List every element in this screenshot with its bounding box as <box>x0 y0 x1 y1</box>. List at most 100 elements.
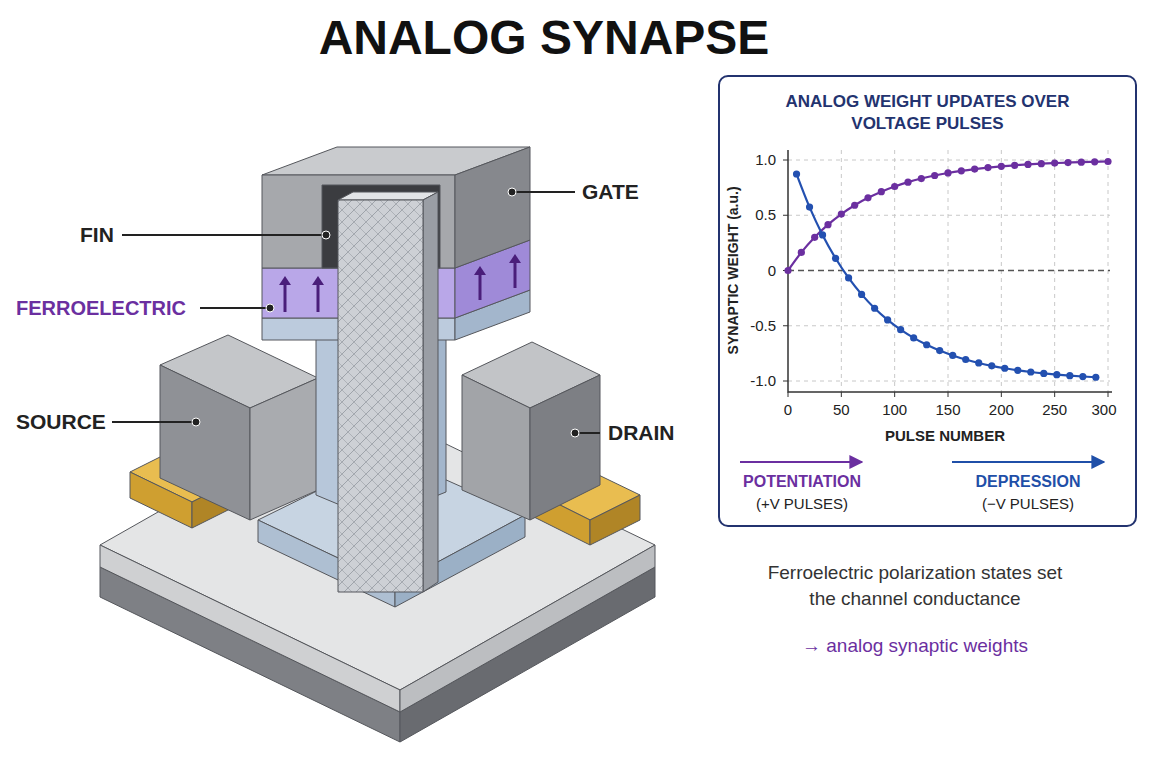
data-point <box>806 204 813 211</box>
drain-block <box>462 375 530 520</box>
direction-note: (+V PULSES) <box>756 495 848 513</box>
data-point <box>918 175 925 182</box>
tick-mark <box>948 392 949 397</box>
grid-line <box>788 325 1110 326</box>
data-point <box>858 291 865 298</box>
tick-label: 250 <box>1042 401 1067 419</box>
potentiation-curve <box>788 162 1108 271</box>
data-point <box>944 169 951 176</box>
tick-label: 0 <box>768 262 776 280</box>
tick-label: -0.5 <box>750 317 776 335</box>
data-point <box>1064 159 1071 166</box>
data-point <box>878 188 885 195</box>
data-point <box>1051 160 1058 167</box>
data-point <box>1001 365 1008 372</box>
caption: Ferroelectric polarization states set th… <box>755 560 1075 611</box>
data-point <box>971 165 978 172</box>
data-point <box>975 359 982 366</box>
part-label: FIN <box>80 222 114 247</box>
data-point <box>1014 367 1021 374</box>
weight-chart <box>740 150 1112 462</box>
polarization-arrowhead <box>474 266 486 275</box>
leader-line <box>512 191 575 193</box>
fin <box>338 192 438 200</box>
data-point <box>988 362 995 369</box>
tick-label: 50 <box>833 401 850 419</box>
polarization-arrows <box>279 254 521 312</box>
grid-line <box>788 215 1110 216</box>
tick-label: 300 <box>1091 401 1116 419</box>
dielectric-liner <box>316 318 340 505</box>
axis-title: PULSE NUMBER <box>885 427 1005 445</box>
chart-panel: ANALOG WEIGHT UPDATES OVER VOLTAGE PULSE… <box>718 75 1137 527</box>
data-point <box>864 194 871 201</box>
grid-line <box>788 160 1110 161</box>
polarization-arrowhead <box>279 276 291 285</box>
data-point <box>891 183 898 190</box>
zero-line <box>788 270 1110 272</box>
tick-mark <box>1108 392 1109 397</box>
tick-mark <box>783 381 788 382</box>
depression-curve <box>797 174 1096 377</box>
source-block <box>160 365 250 520</box>
data-point <box>1011 162 1018 169</box>
leader-dot <box>508 188 516 196</box>
data-point <box>936 347 943 354</box>
data-point <box>1092 374 1099 381</box>
drain-block <box>530 375 600 520</box>
source-block <box>250 378 318 520</box>
device-drawing <box>100 147 655 742</box>
tick-label: 0 <box>784 401 792 419</box>
leader-dot <box>266 304 274 312</box>
fin <box>423 192 438 592</box>
tick-label: -1.0 <box>750 372 776 390</box>
chart-title: ANALOG WEIGHT UPDATES OVER VOLTAGE PULSE… <box>778 91 1078 135</box>
leader-line <box>112 421 196 423</box>
part-label: GATE <box>582 179 639 204</box>
tick-label: 150 <box>935 401 960 419</box>
data-point <box>1066 372 1073 379</box>
data-point <box>897 326 904 333</box>
polarization-arrowhead <box>312 276 324 285</box>
data-point <box>1040 370 1047 377</box>
data-point <box>851 202 858 209</box>
direction-arrow <box>952 461 1104 463</box>
data-point <box>1104 158 1111 165</box>
data-point <box>871 305 878 312</box>
polarization-arrow <box>284 282 287 312</box>
data-point <box>784 267 791 274</box>
tick-mark <box>783 215 788 216</box>
data-point <box>838 210 845 217</box>
polarization-arrow <box>514 260 517 288</box>
part-label: FERROELECTRIC <box>16 296 186 320</box>
data-point <box>931 172 938 179</box>
grid-line <box>1054 150 1055 392</box>
leader-dot <box>571 429 579 437</box>
tick-label: 100 <box>882 401 907 419</box>
grid-line <box>788 381 1110 382</box>
tick-label: 1.0 <box>755 151 776 169</box>
data-point <box>884 316 891 323</box>
direction-arrow <box>740 461 862 463</box>
data-point <box>949 352 956 359</box>
direction-note: (−V PULSES) <box>982 495 1074 513</box>
data-point <box>811 234 818 241</box>
result-note: → analog synaptic weights <box>802 635 1028 658</box>
data-point <box>1091 158 1098 165</box>
polarization-arrow <box>479 272 482 300</box>
data-point <box>845 274 852 281</box>
data-point <box>1024 161 1031 168</box>
data-point <box>1027 368 1034 375</box>
data-point <box>1053 371 1060 378</box>
axis-title: SYNAPTIC WEIGHT (a.u.) <box>725 186 742 354</box>
data-point <box>904 179 911 186</box>
data-point <box>984 164 991 171</box>
direction-label: DEPRESSION <box>976 472 1081 491</box>
tick-mark <box>1054 392 1055 397</box>
part-label: SOURCE <box>16 409 106 434</box>
page-title: ANALOG SYNAPSE <box>0 10 1088 65</box>
tick-label: 0.5 <box>755 206 776 224</box>
tick-mark <box>783 160 788 161</box>
data-point <box>793 170 800 177</box>
